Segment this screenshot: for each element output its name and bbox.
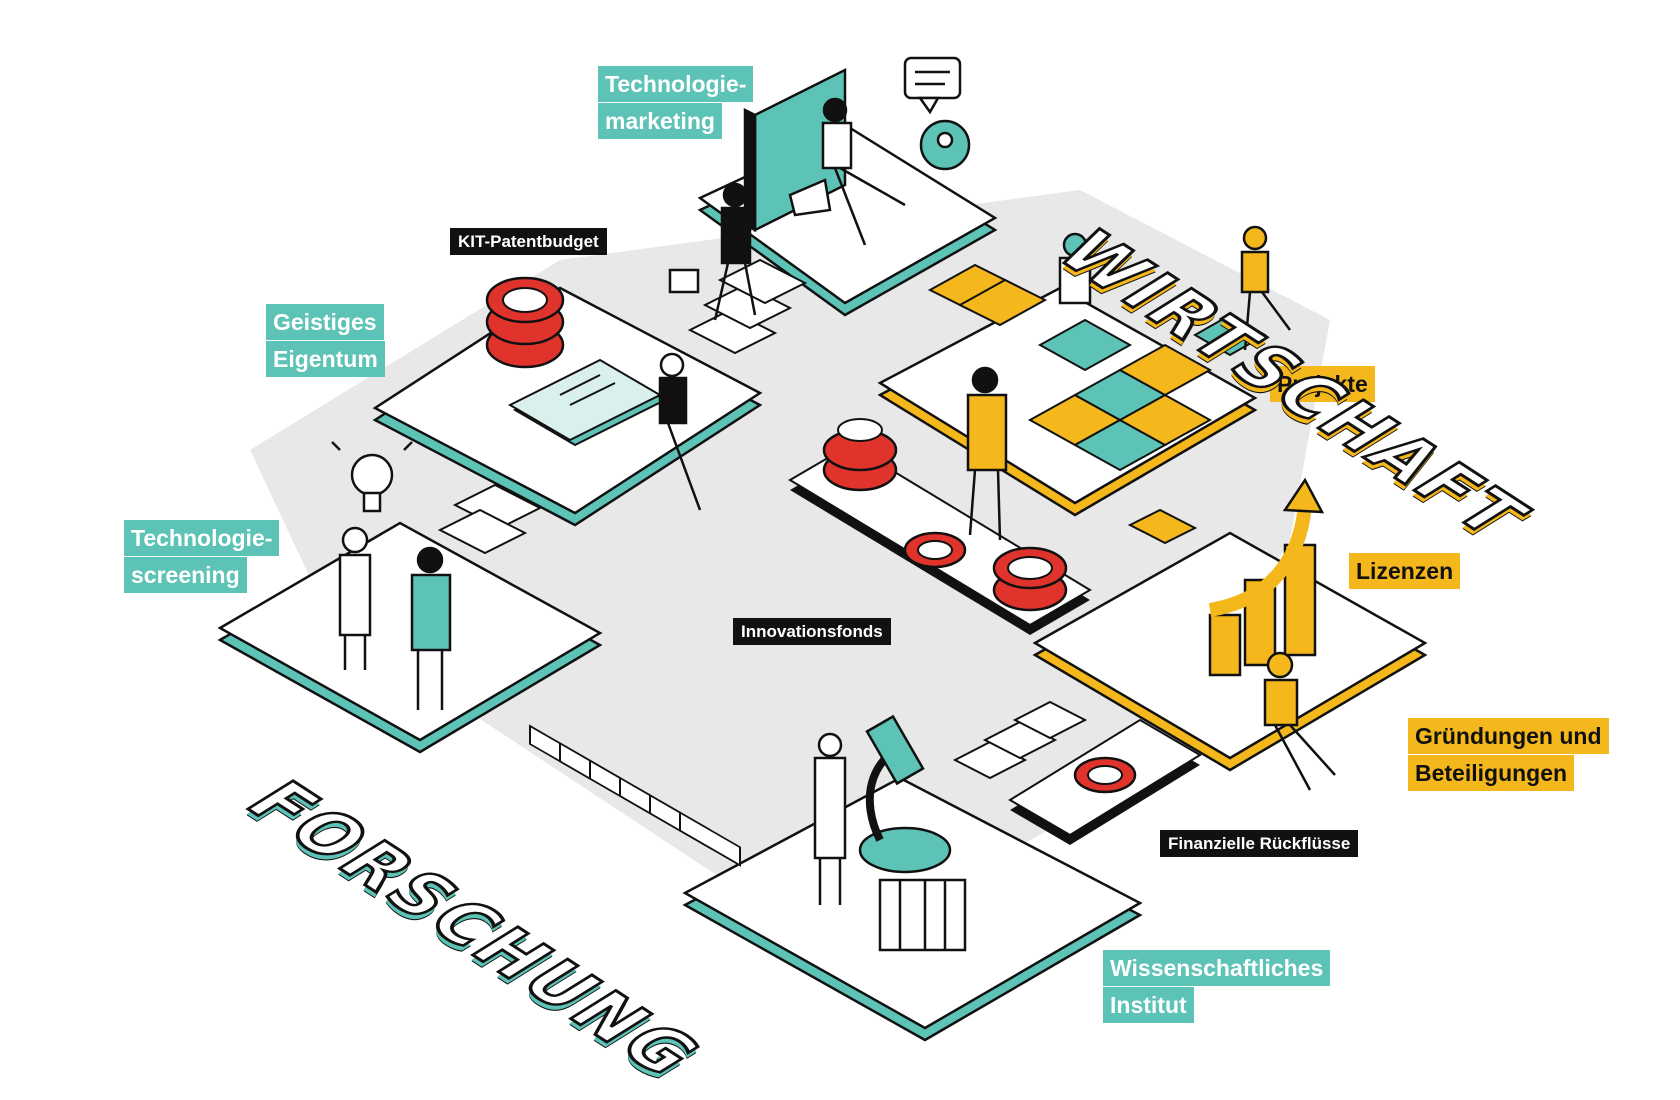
label-innovationsfonds: Innovationsfonds [733, 618, 891, 645]
coin-stack-icon [992, 546, 1068, 612]
label-geistiges-eigentum: Geistiges Eigentum [266, 304, 385, 378]
label-technologiescreening: Technologie- screening [124, 520, 280, 594]
steps-screening-to-institut [529, 724, 741, 867]
coin-icon [1073, 756, 1137, 794]
steps-marketing-to-eigentum [687, 258, 808, 355]
coin-icon [903, 531, 967, 569]
person-vr [1263, 651, 1336, 791]
label-gruendungen: Gründungen und Beteiligungen [1408, 718, 1609, 792]
person-briefcase [668, 182, 757, 321]
label-finanzielle-rueckfluesse: Finanzielle Rückflüsse [1160, 830, 1359, 857]
person-laptop-eigentum [658, 352, 702, 511]
label-line: marketing [598, 103, 722, 139]
person-running [1240, 225, 1292, 351]
microscope-icon [858, 714, 967, 952]
steps-eigentum-to-screening [437, 483, 543, 555]
lightbulb-icon [331, 441, 413, 513]
chat-bubble-icon [903, 56, 962, 115]
coin-stack-icon [485, 276, 565, 369]
label-line: Technologie- [598, 66, 754, 102]
label-line: Gründungen und [1408, 718, 1609, 754]
label-line: Wissenschaftliches [1103, 950, 1331, 986]
person-scientist [338, 526, 372, 670]
label-kit-patentbudget: KIT-Patentbudget [450, 228, 607, 255]
person-sitting-marketing [821, 97, 906, 246]
label-projekte: Projekte [1270, 366, 1375, 402]
label-line: Technologie- [124, 520, 280, 556]
label-wissenschaftliches-institut: Wissenschaftliches Institut [1103, 950, 1331, 1024]
label-line: Geistiges [266, 304, 384, 340]
steps-projekte [927, 263, 1198, 545]
puzzle-icon [1027, 313, 1268, 472]
person-puzzle-top [1058, 232, 1092, 305]
label-line: Beteiligungen [1408, 755, 1575, 791]
label-technologiemarketing: Technologie- marketing [598, 66, 754, 140]
person-puzzle [966, 366, 1008, 541]
label-lizenzen: Lizenzen [1349, 553, 1461, 589]
person-lab [813, 732, 847, 905]
label-line: screening [124, 557, 247, 593]
coin-stack-icon [822, 418, 898, 492]
growth-arrow-icon [1208, 477, 1325, 677]
user-badge-icon [919, 119, 971, 171]
label-line: Institut [1103, 987, 1194, 1023]
megaphone-icon [788, 178, 832, 217]
person-binoculars [410, 546, 452, 710]
steps-institut-to-lizenzen [952, 700, 1088, 780]
label-line: Eigentum [266, 341, 385, 377]
